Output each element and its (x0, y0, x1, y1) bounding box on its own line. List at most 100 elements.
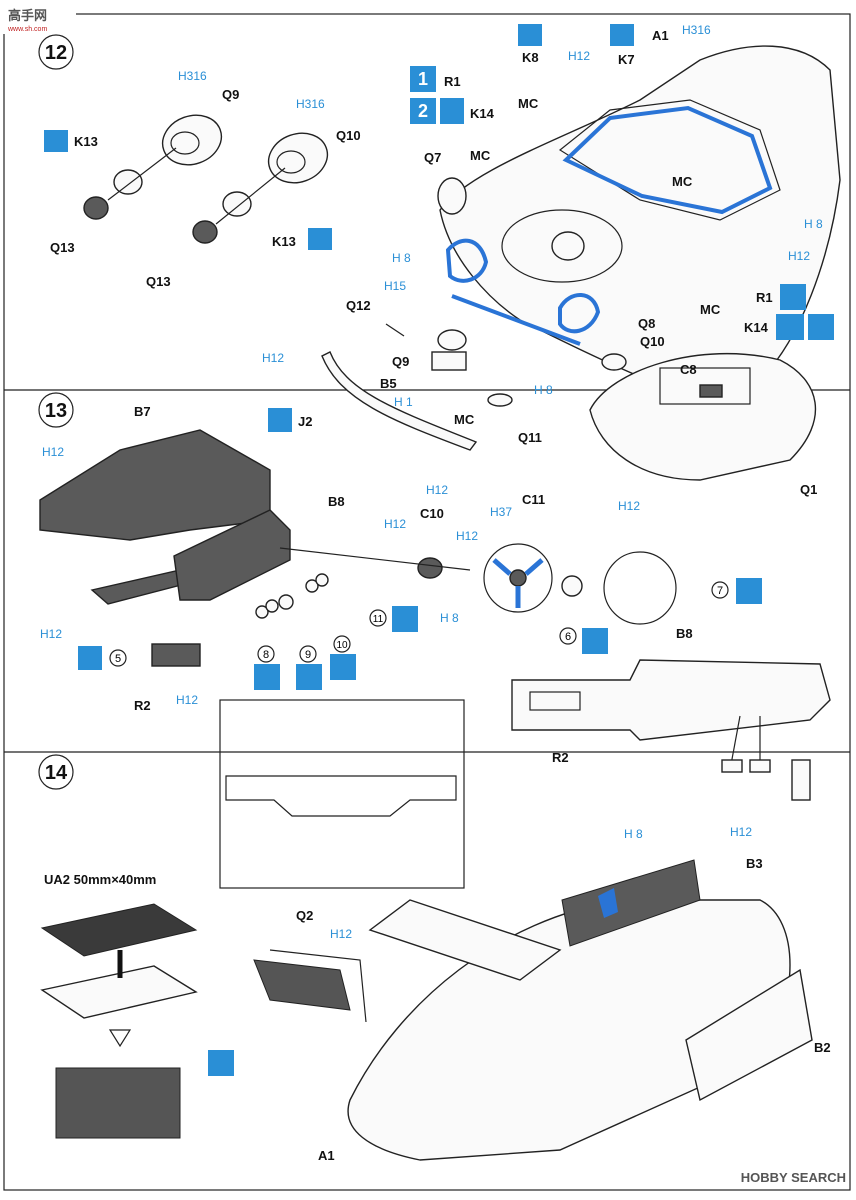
callout-10-ring (333, 635, 351, 653)
gauge-lenses (255, 573, 329, 619)
label-h12-b: H12 (384, 517, 406, 531)
part-q2-frame (269, 949, 367, 1023)
label-c10: C10 (420, 506, 444, 521)
label-q7: Q7 (424, 150, 441, 165)
step-14-number: 14 (45, 762, 68, 784)
steering-wheel-c11 (483, 543, 553, 613)
part-q10-b (601, 353, 627, 371)
step-12: 12 Q9 H316 H316 Q10 K13 K13 Q13 Q13 (38, 23, 841, 513)
label-b8-top: B8 (328, 494, 345, 509)
label-b7: B7 (134, 404, 151, 419)
part-q9 (161, 114, 223, 166)
label-k13-b: K13 (272, 234, 296, 249)
label-q8: Q8 (638, 316, 655, 331)
callout-7: 7 (711, 581, 729, 599)
cut-mesh-sheet (55, 1067, 181, 1139)
label-q11: Q11 (518, 430, 542, 445)
b3-blue-detail (598, 888, 618, 918)
part-q13-b (192, 220, 218, 244)
callout-9-ring (299, 645, 317, 663)
label-mc-c: MC (672, 174, 693, 189)
label-j2: J2 (298, 414, 312, 429)
callout-8-ring (257, 645, 275, 663)
step-12-number: 12 (45, 42, 67, 64)
label-q12: Q12 (346, 298, 371, 313)
label-q9: Q9 (222, 87, 239, 102)
part-k13-a (113, 169, 143, 195)
part-c8 (699, 384, 723, 398)
label-h37: H37 (490, 505, 512, 519)
label-h12-b: H12 (730, 825, 752, 839)
decal-star-icon-9 (296, 664, 322, 690)
part-b7 (39, 429, 271, 541)
part-c10 (417, 557, 443, 579)
mesh-sheet-ua2 (40, 903, 234, 1139)
watermark-url: www.sh.com (7, 26, 47, 33)
label-h8-a: H 8 (392, 251, 411, 265)
label-h316-a: H316 (178, 69, 207, 83)
lens-10-b (315, 573, 329, 587)
windscreen-frame (558, 99, 781, 221)
callout-6-ring (559, 627, 577, 645)
label-q2: Q2 (296, 908, 313, 923)
decal-star-icon-6 (582, 628, 608, 654)
label-h15: H15 (384, 279, 406, 293)
grille-template (225, 775, 457, 817)
panel-opening (659, 367, 751, 405)
label-h8-c: H 8 (534, 383, 553, 397)
callout-5-ring (109, 649, 127, 667)
cut-icon (208, 1050, 234, 1076)
callout-5: 5 (109, 649, 127, 667)
part-q10-inner (276, 150, 306, 174)
lens-9 (278, 594, 294, 610)
step-badge-1-icon (410, 66, 436, 92)
label-h12-d: H12 (40, 627, 62, 641)
label-k13-a: K13 (74, 134, 98, 149)
label-c11: C11 (522, 492, 545, 507)
part-q1 (589, 352, 817, 481)
lens-10-a (305, 579, 319, 593)
label-q13-b: Q13 (146, 274, 171, 289)
part-q9-inner (170, 131, 200, 155)
lens-8-b (265, 599, 279, 613)
glue-icon-a (44, 130, 68, 152)
callout-7-ring (711, 581, 729, 599)
part-k13-b (222, 191, 252, 217)
steering-spokes-blue (492, 558, 544, 608)
glue-icon-k14-b (776, 314, 804, 340)
part-b5 (431, 351, 467, 371)
page-border (3, 13, 851, 1191)
label-h12-d: H12 (426, 483, 448, 497)
label-r2: R2 (134, 698, 151, 713)
part-b2 (685, 968, 813, 1102)
part-q11 (487, 393, 513, 407)
glue-icon-k14-a (440, 98, 464, 124)
callout-6: 6 (559, 627, 577, 645)
decal-star-icon-10 (330, 654, 356, 680)
arrow-line-a (107, 147, 177, 201)
paper-sheet (40, 965, 198, 1019)
decal-star-icon-11 (392, 606, 418, 632)
radio-slot (529, 691, 581, 711)
label-h12-a: H12 (330, 927, 352, 941)
label-k14-a: K14 (470, 106, 495, 121)
hood (501, 209, 623, 283)
part-q10 (267, 132, 329, 184)
label-h1: H 1 (394, 395, 413, 409)
callout-10-text: 10 (336, 640, 348, 651)
label-h12-b: H12 (788, 249, 810, 263)
callout-8-text: 8 (263, 649, 269, 661)
label-r1-a: R1 (444, 74, 461, 89)
label-h12-e: H12 (618, 499, 640, 513)
step-13: 13 (38, 392, 831, 801)
label-mc-d: MC (700, 302, 721, 317)
part-q12 (385, 323, 405, 337)
callout-10: 10 (333, 635, 351, 653)
glue-icon-k7 (610, 24, 634, 46)
glue-icon-k8 (518, 24, 542, 46)
callout-6-text: 6 (565, 631, 571, 643)
decal-star-icon-5 (78, 646, 102, 670)
label-h8: H 8 (440, 611, 459, 625)
callout-11-text: 11 (373, 614, 384, 625)
